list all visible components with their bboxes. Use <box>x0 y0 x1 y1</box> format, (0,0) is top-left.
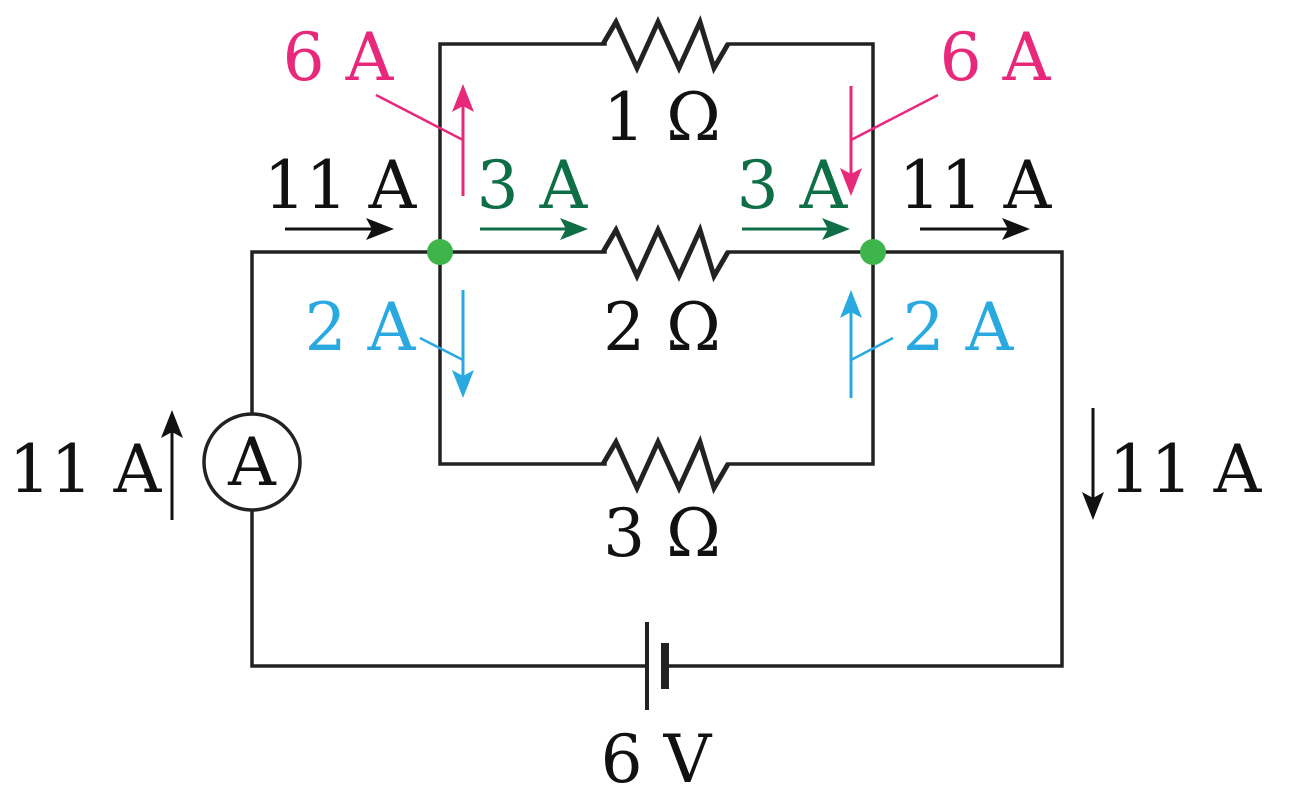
wire-outer-right <box>663 250 1064 668</box>
arrow-total-in-top <box>285 218 394 240</box>
arrow-top-branch-left-up <box>452 84 474 196</box>
label-total-out-top: 11 A <box>899 147 1053 224</box>
battery-label: 6 V <box>601 721 713 798</box>
arrow-bottom-branch-left-down <box>452 290 474 398</box>
resistor-top-label: 1 Ω <box>603 79 721 156</box>
arrow-bottom-branch-right-up <box>840 290 862 398</box>
wire-top-branch <box>438 42 875 254</box>
label-bottom-branch-left: 2 A <box>305 289 417 366</box>
label-middle-branch-left: 3 A <box>477 147 589 224</box>
wire-bottom-branch <box>438 250 875 466</box>
label-middle-branch-right: 3 A <box>737 147 849 224</box>
wire-outer-left-top <box>250 250 442 416</box>
label-top-branch-left: 6 A <box>283 19 395 96</box>
arrow-top-branch-right-down <box>840 86 862 196</box>
wire-outer-left-bottom <box>250 508 649 668</box>
label-total-right: 11 A <box>1109 431 1263 508</box>
label-bottom-branch-right: 2 A <box>903 289 1015 366</box>
resistor-middle-label: 2 Ω <box>603 289 721 366</box>
leader-top-branch-right <box>850 93 939 142</box>
label-top-branch-right: 6 A <box>940 19 1052 96</box>
resistor-top <box>600 14 731 75</box>
resistor-bottom <box>600 434 731 495</box>
arrow-total-right-down <box>1082 408 1104 520</box>
label-total-left: 11 A <box>9 431 163 508</box>
label-total-in-top: 11 A <box>264 147 418 224</box>
ammeter-circle <box>202 412 302 512</box>
leader-top-branch-left <box>375 93 464 142</box>
resistor-middle <box>600 222 731 283</box>
arrow-middle-branch-right <box>742 218 850 240</box>
arrow-total-out-top <box>920 218 1030 240</box>
arrow-middle-branch-left <box>480 218 588 240</box>
junction-node-right <box>860 239 886 265</box>
ammeter-symbol: A <box>227 424 277 501</box>
leader-bottom-branch-left <box>419 336 464 362</box>
leader-bottom-branch-right <box>850 336 894 362</box>
resistor-bottom-label: 3 Ω <box>603 495 721 572</box>
arrow-total-left-up <box>161 410 183 520</box>
junction-node-left <box>427 239 453 265</box>
